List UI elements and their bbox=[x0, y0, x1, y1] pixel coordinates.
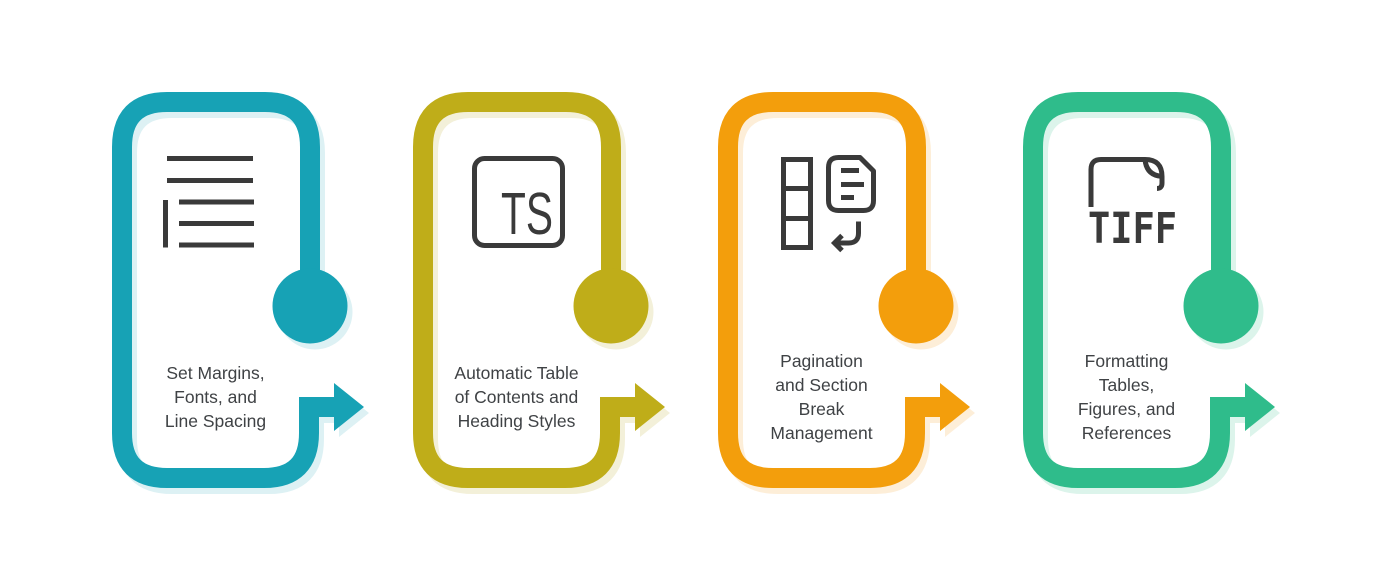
flow-arrow-icon bbox=[1245, 383, 1275, 431]
card-loop-border bbox=[718, 92, 943, 488]
step-card-formatting: TIFF Formatting Tables, Figures, and Ref… bbox=[1011, 82, 1291, 512]
flow-arrow-icon bbox=[635, 383, 665, 431]
section-break-document-icon bbox=[781, 155, 876, 253]
flow-arrow-icon bbox=[940, 383, 970, 431]
tiff-file-icon: TIFF bbox=[1088, 157, 1177, 254]
flow-arrow-icon bbox=[334, 383, 364, 431]
table-column-glyph bbox=[781, 157, 813, 250]
indented-list-icon bbox=[163, 156, 254, 248]
card-outline-shape bbox=[1023, 92, 1275, 488]
card-loop-border bbox=[112, 92, 337, 488]
ts-box-icon: TS bbox=[472, 156, 565, 248]
tiff-file-icon-text: TIFF bbox=[1088, 204, 1177, 254]
connector-dot bbox=[878, 268, 954, 344]
step-card-margins: Set Margins, Fonts, and Line Spacing bbox=[100, 82, 380, 512]
connector-dot bbox=[1183, 268, 1259, 344]
card-loop-border bbox=[1023, 92, 1248, 488]
card-outline-shape bbox=[718, 92, 970, 488]
connector-dot bbox=[573, 268, 649, 344]
return-arrow-glyph bbox=[830, 221, 861, 253]
folded-page-glyph bbox=[1088, 157, 1165, 207]
document-glyph bbox=[826, 155, 876, 213]
ts-box-icon-text: TS bbox=[501, 181, 553, 247]
connector-dot bbox=[272, 268, 348, 344]
card-outline-shape bbox=[112, 92, 364, 488]
card-outline-shape bbox=[413, 92, 665, 488]
step-card-pagination: Pagination and Section Break Management bbox=[706, 82, 986, 512]
step-card-toc: TS Automatic Table of Contents and Headi… bbox=[401, 82, 681, 512]
card-loop-border bbox=[413, 92, 638, 488]
